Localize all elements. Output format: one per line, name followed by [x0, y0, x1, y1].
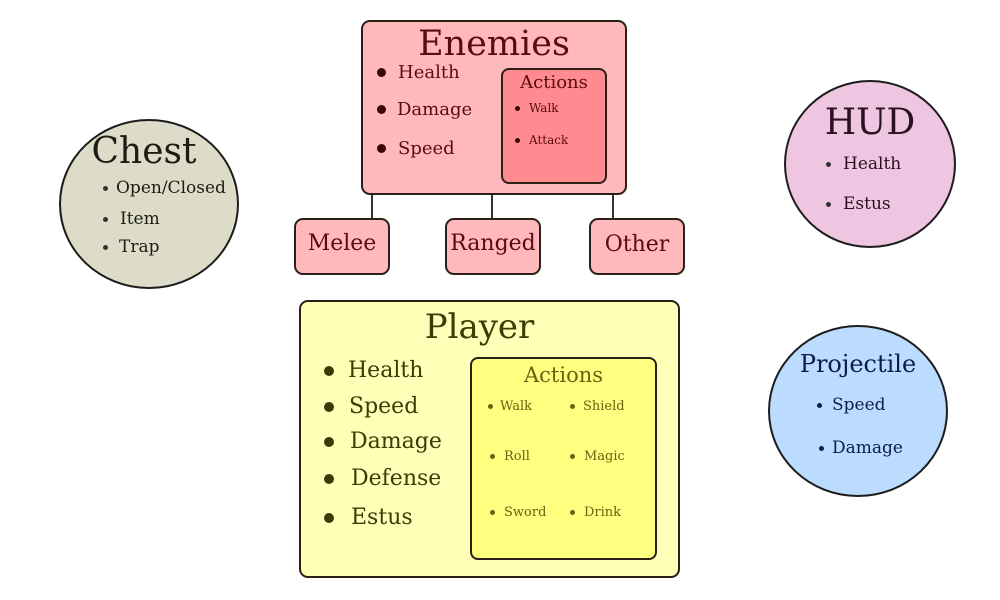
bullet-icon — [377, 144, 386, 153]
bullet-icon — [103, 244, 108, 250]
bullet-icon — [103, 185, 108, 191]
player-action-item: Magic — [570, 449, 625, 464]
chest-attribute: Open/Closed — [103, 178, 226, 198]
player-attribute: Defense — [324, 466, 441, 491]
bullet-icon — [103, 216, 108, 222]
bullet-icon — [377, 68, 386, 77]
player-action-item: Roll — [490, 449, 530, 464]
projectile-attribute: Damage — [819, 438, 903, 458]
enemies-attribute: Health — [377, 62, 460, 83]
bullet-icon — [570, 404, 575, 409]
enemies-action-label: Attack — [529, 133, 569, 147]
enemies-attribute-label: Speed — [398, 138, 455, 159]
bullet-icon — [324, 512, 334, 523]
bullet-icon — [819, 445, 824, 451]
player-attribute: Speed — [324, 394, 418, 419]
enemies-action-item: Walk — [515, 101, 559, 115]
enemies-action-item: Attack — [515, 133, 568, 147]
chest-title: Chest — [91, 131, 197, 172]
bullet-icon — [826, 201, 831, 207]
player-attribute: Estus — [324, 505, 413, 530]
player-title: Player — [424, 307, 535, 347]
projectile-title: Projectile — [799, 350, 917, 378]
player-attribute-label: Health — [348, 358, 424, 383]
connector-ranged — [491, 193, 493, 219]
player-action-item: Shield — [570, 399, 625, 414]
player-attribute-label: Defense — [351, 466, 442, 491]
enemies-attribute-label: Health — [398, 62, 460, 83]
hud-title: HUD — [824, 102, 916, 143]
bullet-icon — [488, 404, 493, 409]
hud-attribute: Estus — [826, 194, 891, 214]
enemy-subtype-other: Other — [589, 218, 685, 275]
chest-attribute: Item — [103, 209, 160, 229]
enemies-actions-box: Actions Walk Attack — [501, 68, 607, 184]
bullet-icon — [377, 105, 386, 114]
bullet-icon — [324, 401, 334, 412]
bullet-icon — [515, 105, 520, 111]
player-attribute: Health — [324, 358, 423, 383]
chest-attribute-label: Trap — [119, 237, 160, 257]
enemy-subtype-melee: Melee — [294, 218, 390, 275]
player-action-label: Shield — [583, 399, 625, 414]
enemy-subtype-label: Ranged — [450, 231, 536, 256]
projectile-attribute-label: Speed — [832, 395, 886, 415]
bullet-icon — [570, 510, 575, 515]
enemies-attribute: Damage — [377, 99, 472, 120]
chest-attribute-label: Open/Closed — [116, 178, 226, 198]
enemies-attribute: Speed — [377, 138, 455, 159]
player-attribute-label: Estus — [351, 505, 413, 530]
player-action-item: Sword — [490, 505, 546, 520]
player-action-label: Walk — [500, 399, 533, 414]
enemy-subtype-label: Other — [604, 232, 670, 257]
projectile-node: Projectile Speed Damage — [768, 325, 948, 497]
player-attribute: Damage — [324, 429, 442, 454]
enemies-title: Enemies — [418, 24, 570, 64]
chest-attribute: Trap — [103, 237, 159, 257]
hud-attribute: Health — [826, 154, 901, 174]
bullet-icon — [515, 137, 520, 143]
connector-other — [612, 193, 614, 219]
bullet-icon — [826, 161, 831, 167]
player-node: Player Health Speed Damage Defense Estus… — [299, 300, 680, 578]
enemy-subtype-ranged: Ranged — [445, 218, 541, 275]
bullet-icon — [570, 454, 575, 459]
player-action-label: Magic — [584, 449, 625, 464]
enemy-subtype-label: Melee — [307, 231, 377, 256]
enemies-action-label: Walk — [529, 101, 559, 115]
bullet-icon — [490, 454, 495, 459]
player-actions-box: Actions Walk Shield Roll Magic Sword Dri… — [470, 357, 657, 560]
player-action-item: Drink — [570, 505, 621, 520]
player-action-item: Walk — [488, 399, 532, 414]
enemies-node: Enemies Health Damage Speed Actions Walk… — [361, 20, 627, 195]
player-action-label: Roll — [504, 449, 530, 464]
bullet-icon — [324, 365, 334, 376]
enemies-attribute-label: Damage — [397, 99, 473, 120]
hud-attribute-label: Estus — [843, 194, 891, 214]
chest-attribute-label: Item — [120, 209, 160, 229]
player-attribute-label: Speed — [349, 394, 419, 419]
bullet-icon — [490, 510, 495, 515]
hud-attribute-label: Health — [843, 154, 902, 174]
bullet-icon — [817, 402, 822, 408]
player-attribute-label: Damage — [350, 429, 442, 454]
player-actions-title: Actions — [523, 363, 604, 387]
connector-melee — [371, 193, 373, 219]
bullet-icon — [324, 473, 334, 484]
enemies-actions-title: Actions — [520, 72, 588, 93]
hud-node: HUD Health Estus — [784, 80, 956, 248]
player-action-label: Drink — [584, 505, 622, 520]
chest-node: Chest Open/Closed Item Trap — [59, 119, 239, 289]
player-action-label: Sword — [504, 505, 547, 520]
projectile-attribute: Speed — [817, 395, 886, 415]
projectile-attribute-label: Damage — [832, 438, 903, 458]
bullet-icon — [324, 436, 334, 447]
